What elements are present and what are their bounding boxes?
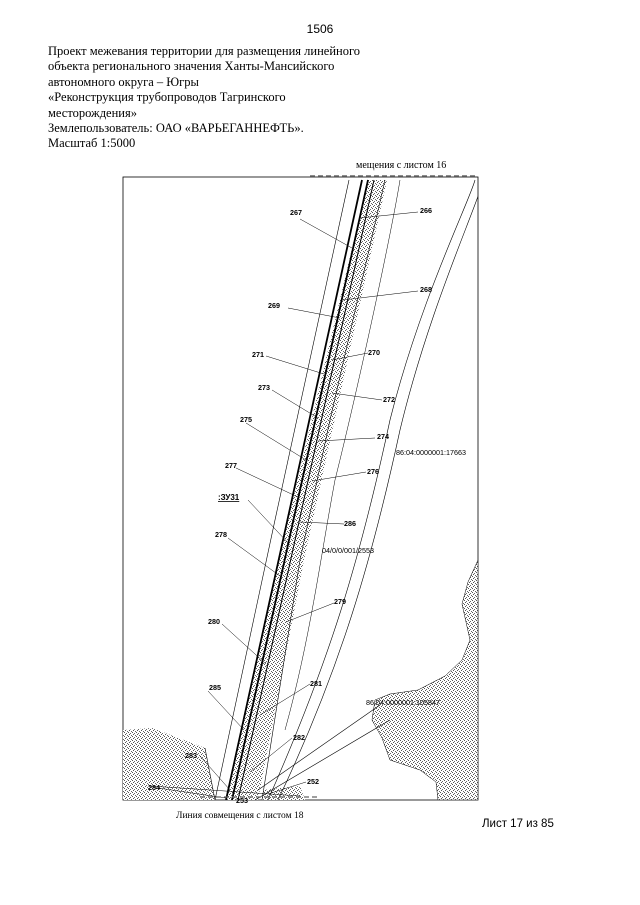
point-label: 275 [240, 415, 252, 424]
bottom-match-label: Линия совмещения с листом 18 [176, 811, 304, 821]
point-label: 276 [367, 467, 379, 476]
point-label: 282 [293, 733, 305, 742]
point-label: 252 [307, 777, 319, 786]
point-label: 253 [236, 796, 248, 805]
pipeline-line [225, 179, 363, 800]
pipeline-line [231, 179, 369, 800]
header-line: объекта регионального значения Ханты-Ман… [48, 59, 335, 74]
cadastral-number: 86:04:0000001:105847 [366, 698, 440, 707]
point-label: 278 [215, 530, 227, 539]
point-label: 285 [209, 683, 221, 692]
point-label: 277 [225, 461, 237, 470]
hatched-square [484, 522, 503, 548]
header-line: автономного округа – Югры [48, 74, 199, 89]
header-line: «Реконструкция трубопроводов Тагринского [48, 90, 286, 105]
hatched-area-left [123, 728, 215, 800]
point-label: 273 [258, 383, 270, 392]
cadastral-number: 04/0/0/001/2553 [322, 546, 374, 555]
header-line: Землепользователь: ОАО «ВАРЬЕГАННЕФТЬ». [48, 121, 304, 136]
sheet-number: Лист 17 из 85 [482, 818, 554, 830]
header-line: месторождения» [48, 105, 137, 120]
page-number: 1506 [306, 22, 334, 36]
parcel-label: :ЗУ31 [218, 493, 240, 502]
point-label: 267 [290, 208, 302, 217]
header-line: Масштаб 1:5000 [48, 136, 136, 151]
header-line: Проект межевания территории для размещен… [48, 44, 361, 58]
point-label: 281 [310, 679, 322, 688]
point-label: 283 [185, 751, 197, 760]
point-label: 280 [208, 617, 220, 626]
point-label: 286 [344, 519, 356, 528]
point-label: 270 [368, 348, 380, 357]
cadastral-number: 86:04:0000001:17663 [396, 448, 466, 457]
point-label: 274 [377, 432, 389, 441]
header-block: Проект межевания территории для размещен… [48, 44, 428, 152]
point-label: 279 [334, 597, 346, 606]
point-label: 266 [420, 206, 432, 215]
point-label: 271 [252, 350, 264, 359]
hatched-area-right [371, 559, 478, 800]
top-match-label: мещения с листом 16 [356, 160, 447, 171]
point-label: 284 [148, 783, 160, 792]
point-label: 272 [383, 395, 395, 404]
point-label: 269 [268, 301, 280, 310]
point-label: 268 [420, 285, 432, 294]
